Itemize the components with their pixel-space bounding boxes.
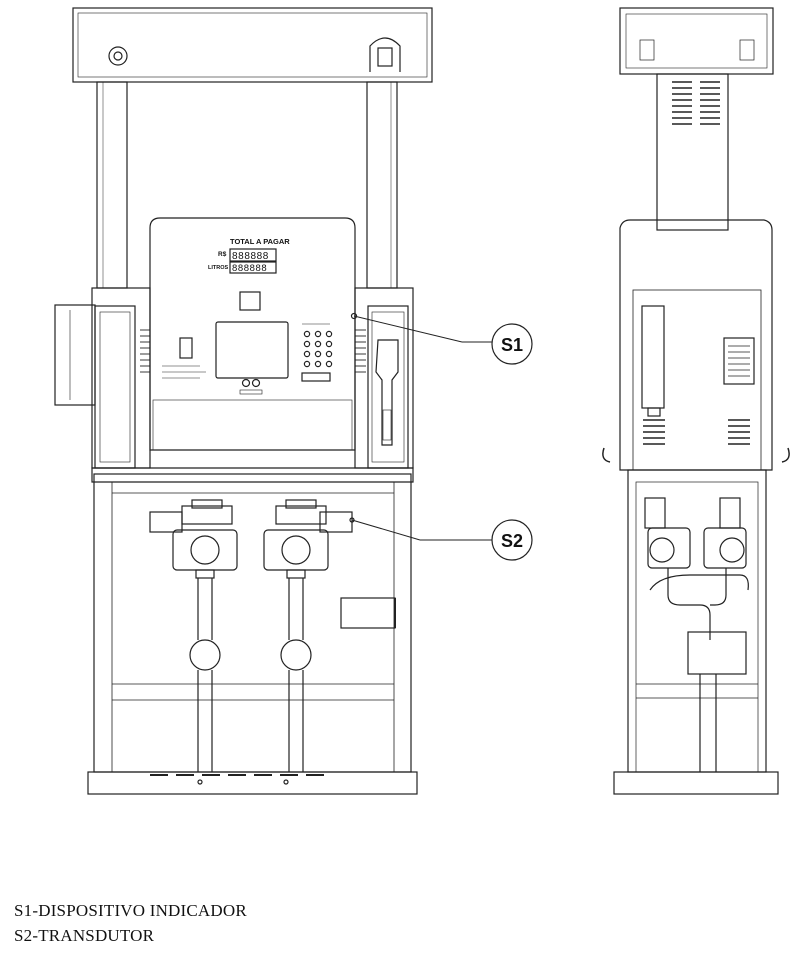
price-window [239,291,261,311]
callout-s2: S2 [351,519,533,561]
id-plate [723,337,755,385]
litros-display [229,261,277,274]
front-view: TOTAL A PAGAR R$ 888888 LITROS 888888 [54,7,433,795]
front-plinth [87,771,418,795]
canopy-bolt-left [108,46,128,66]
side-column [656,73,729,231]
left-holster-box [94,305,136,469]
column-vent-grille [672,81,720,125]
front-column-left [96,81,128,289]
s1-anchor [350,312,358,320]
side-meters [644,497,749,772]
lcd-screen [215,321,289,379]
side-holster [641,305,665,409]
currency-label: R$ [218,251,227,258]
callout-s1-label: S1 [501,335,523,355]
callout-s2-label: S2 [501,531,523,551]
side-canopy [619,7,774,75]
total-label: TOTAL A PAGAR [230,237,290,246]
front-canopy [72,7,433,83]
card-slot [179,337,193,359]
side-plinth [613,771,779,795]
front-hydraulic-frame [93,473,412,773]
callout-s2-bubble [491,519,533,561]
legend-s1: S1-DISPOSITIVO INDICADOR [14,901,247,920]
amount-display [229,248,277,262]
keypad [301,323,333,382]
meter-left [149,499,238,772]
callout-s1-bubble [491,323,533,365]
meter-right [263,499,353,772]
info-text-lines [162,365,206,379]
side-view [602,7,790,795]
callout-s1: S1 [353,315,533,365]
side-head [619,219,773,471]
amount-digits: 888888 [232,251,269,262]
front-head-housing [149,217,356,451]
left-side-bracket [54,304,96,406]
litros-label: LITROS [208,265,228,271]
left-vent-slots [140,329,150,373]
litros-digits: 888888 [232,263,267,274]
button-left [241,378,251,388]
side-lower-vents [643,419,750,445]
front-upper-frame [91,467,414,483]
button-right [251,378,261,388]
right-vent-slots [355,329,366,373]
nozzle-outline [375,339,399,446]
canopy-lifting-eye [369,37,401,72]
front-column-right [366,81,398,289]
s2-anchor [349,517,355,523]
side-hydraulic-frame [627,469,767,773]
right-holster-box [367,305,409,469]
junction-box [340,597,396,629]
legend-s2: S2-TRANSDUTOR [14,926,155,945]
